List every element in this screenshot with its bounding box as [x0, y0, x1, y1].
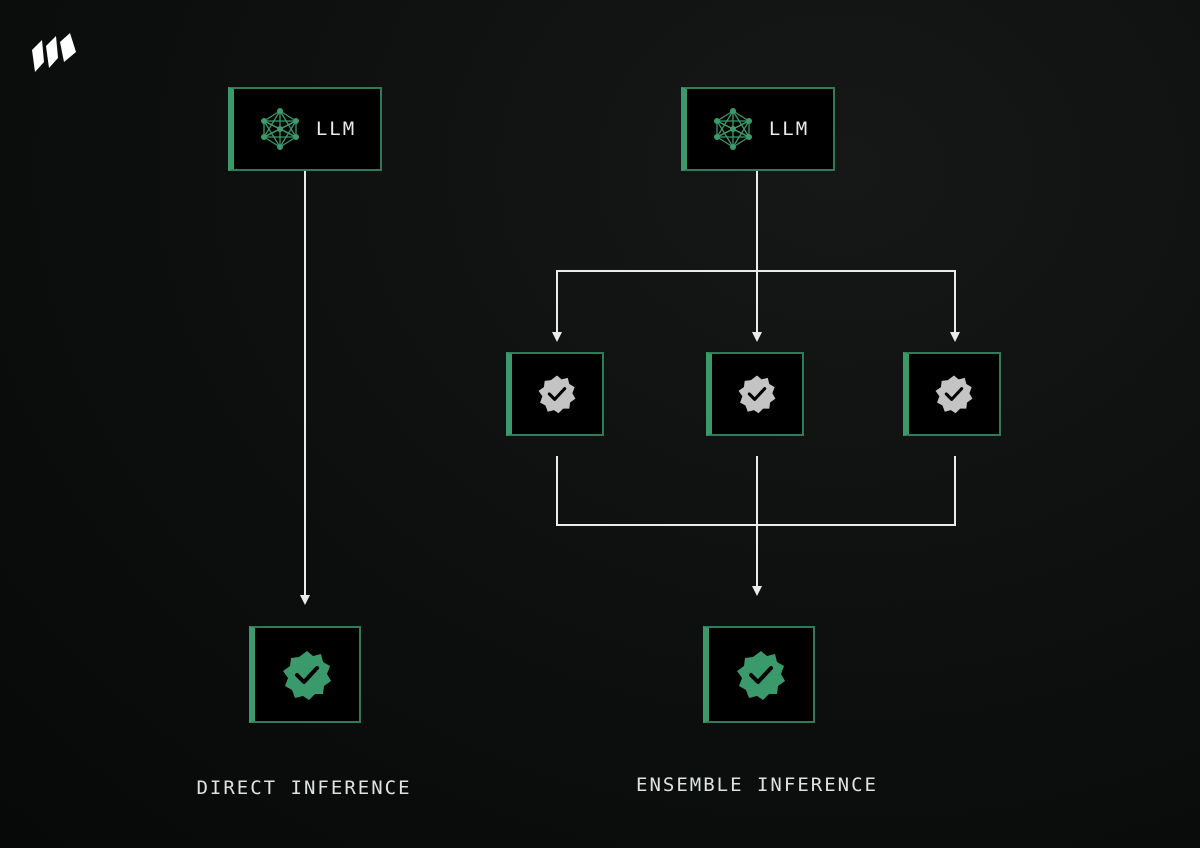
- ensemble-intermediate-node-2: [706, 352, 804, 436]
- verified-badge-icon: [283, 650, 331, 700]
- llm-label: LLM: [315, 118, 357, 140]
- ensemble-llm-node: LLM: [681, 87, 835, 171]
- neural-network-icon: [260, 108, 299, 150]
- ensemble-intermediate-node-1: [506, 352, 604, 436]
- direct-inference-caption: DIRECT INFERENCE: [196, 777, 412, 799]
- ensemble-merge: [556, 456, 956, 526]
- verified-badge-icon: [738, 375, 776, 414]
- direct-llm-node: LLM: [228, 87, 382, 171]
- flag-logo-icon: [32, 33, 76, 72]
- ensemble-intermediate-node-3: [903, 352, 1001, 436]
- ensemble-fanout: [556, 270, 956, 337]
- neural-network-icon: [713, 108, 752, 150]
- verified-badge-icon: [538, 375, 576, 414]
- direct-output-node: [249, 626, 361, 723]
- verified-badge-icon: [737, 650, 785, 700]
- ensemble-inference-caption: ENSEMBLE INFERENCE: [636, 774, 878, 796]
- ensemble-output-node: [703, 626, 815, 723]
- llm-label: LLM: [768, 118, 810, 140]
- verified-badge-icon: [935, 375, 973, 414]
